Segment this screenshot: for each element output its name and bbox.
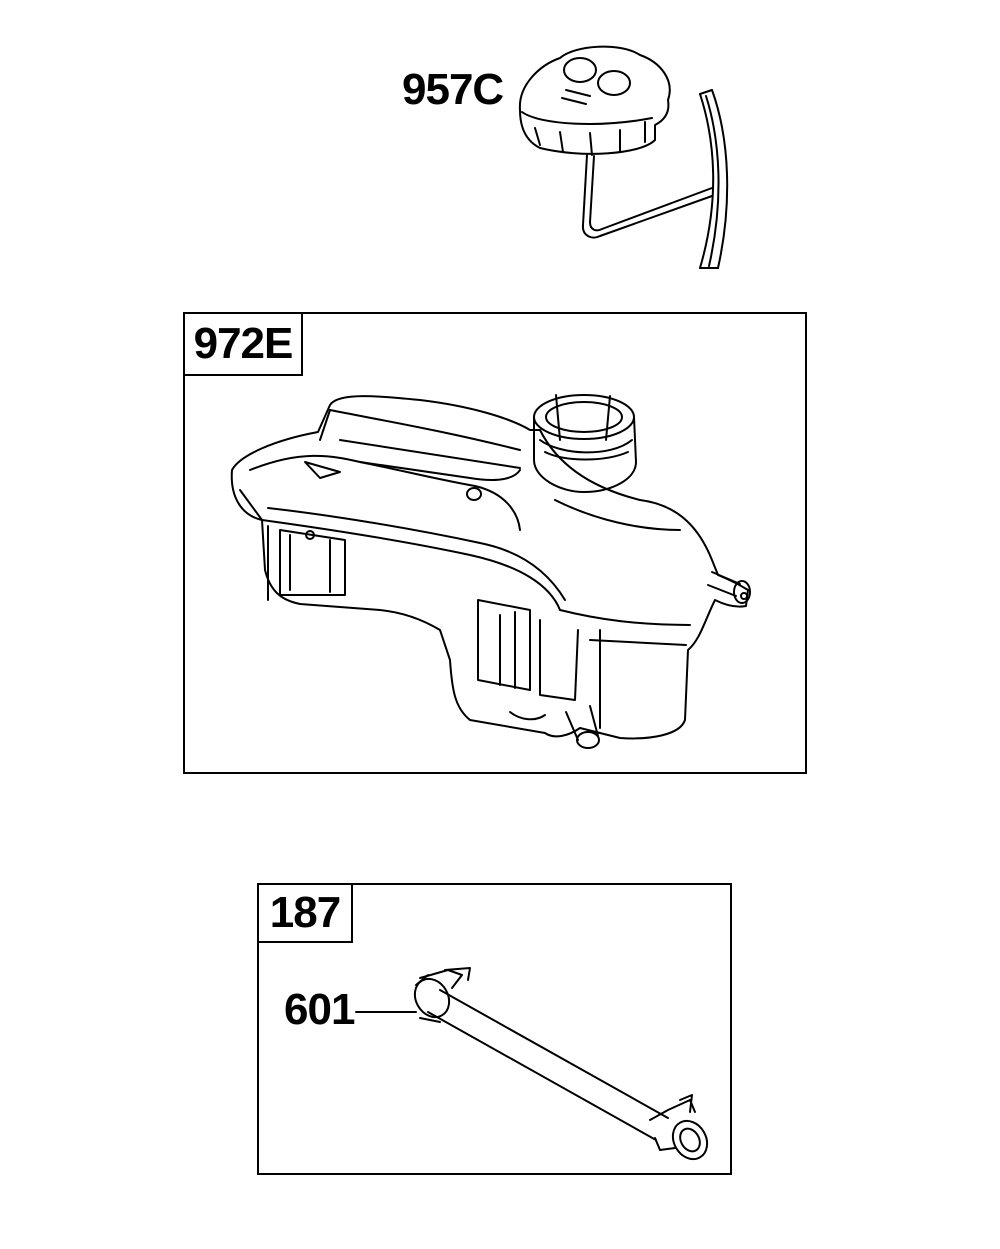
fuel-tank-panel: 972E [183, 312, 807, 774]
part-label-972e: 972E [185, 314, 303, 376]
part-label-187: 187 [259, 885, 353, 943]
fuel-hose-kit-panel: 187 [257, 883, 732, 1175]
fuel-tank-illustration [230, 394, 751, 749]
fuel-cap-illustration [518, 45, 729, 269]
part-label-957c: 957C [402, 65, 504, 114]
part-label-601: 601 [284, 985, 355, 1034]
